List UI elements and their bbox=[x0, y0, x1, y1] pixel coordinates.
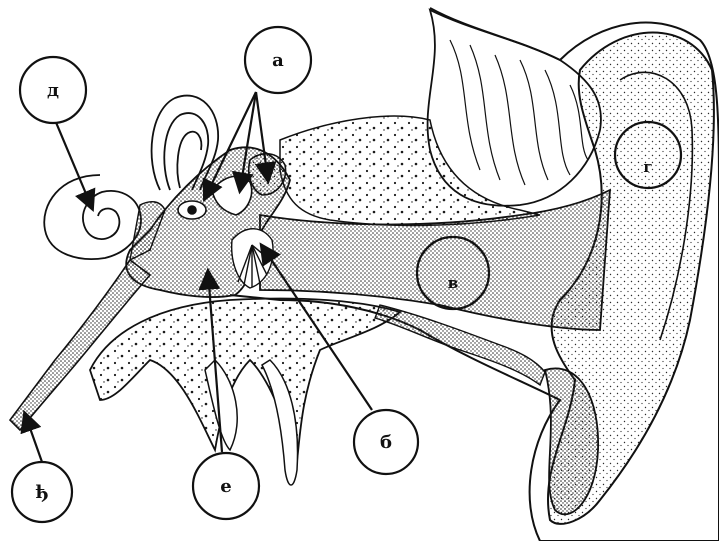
label-e: е bbox=[220, 476, 231, 497]
cochlea bbox=[44, 175, 141, 259]
label-d: д bbox=[47, 80, 59, 101]
label-v: в bbox=[448, 274, 458, 292]
label-b: б bbox=[380, 432, 392, 453]
callout-d: д bbox=[20, 57, 86, 123]
canal-roof-bone bbox=[280, 116, 540, 225]
label-a: а bbox=[272, 50, 284, 71]
label-g: г bbox=[643, 158, 652, 176]
leader-dj bbox=[25, 414, 42, 462]
callout-a: а bbox=[245, 27, 311, 93]
label-dj: ђ bbox=[36, 482, 49, 503]
callout-e: е bbox=[193, 453, 259, 519]
callout-dj: ђ bbox=[12, 462, 72, 522]
leader-d bbox=[55, 120, 92, 208]
callout-b: б bbox=[354, 410, 418, 474]
bone-striations bbox=[450, 40, 588, 185]
